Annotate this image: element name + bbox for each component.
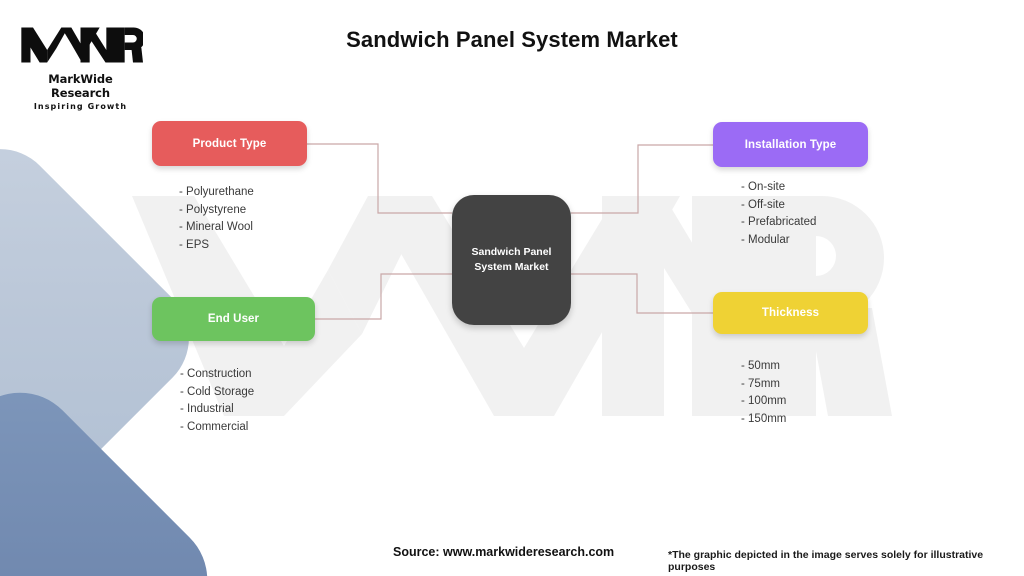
list-item: - Prefabricated (741, 216, 817, 229)
list-item: - 75mm (741, 377, 780, 390)
branch-header-installation-type[interactable]: Installation Type (713, 122, 868, 167)
footer-source[interactable]: Source: www.markwideresearch.com (393, 545, 615, 559)
list-item: - Commercial (180, 420, 249, 433)
connector-thickness (571, 273, 713, 314)
connector-product-type (307, 143, 452, 214)
branch-label-installation-type: Installation Type (744, 138, 837, 151)
list-item: - Modular (741, 233, 790, 246)
list-item: - Industrial (180, 403, 234, 416)
logo-company-name: MarkWide Research (48, 72, 113, 100)
branch-label-thickness: Thickness (761, 307, 820, 319)
list-item: - Polystyrene (179, 203, 247, 216)
footer-disclaimer: *The graphic depicted in the image serve… (668, 549, 984, 573)
connector-installation-type (571, 144, 713, 214)
brand-logo: MarkWide Research Inspiring Growth (18, 24, 146, 111)
branch-list-end-user: - Construction - Cold Storage - Industri… (180, 366, 315, 436)
list-item: - 50mm (741, 360, 780, 372)
list-item: - 100mm (741, 395, 787, 408)
branch-list-thickness: - 50mm - 75mm - 100mm - 150mm (741, 358, 868, 428)
list-item: - Polyurethane (179, 186, 254, 198)
branch-product-type: Product Type - Polyurethane - Polystyren… (152, 121, 307, 254)
page-title: Sandwich Panel System Market (346, 27, 678, 52)
logo-mark-icon (21, 27, 146, 63)
branch-list-product-type: - Polyurethane - Polystyrene - Mineral W… (179, 184, 307, 254)
list-item: - Off-site (741, 198, 785, 211)
center-node-label: Sandwich Panel System Market (471, 245, 552, 273)
branch-end-user: End User - Construction - Cold Storage -… (152, 297, 315, 436)
branch-header-thickness[interactable]: Thickness (713, 292, 868, 334)
list-item: - EPS (179, 238, 210, 251)
center-node: Sandwich Panel System Market (452, 195, 571, 325)
list-item: - 150mm (741, 412, 787, 425)
branch-thickness: Thickness - 50mm - 75mm - 100mm - 150mm (713, 292, 868, 428)
branch-header-end-user[interactable]: End User (152, 297, 315, 341)
branch-label-end-user: End User (207, 313, 260, 325)
logo-tagline: Inspiring Growth (33, 102, 128, 111)
branch-label-product-type: Product Type (192, 137, 267, 150)
list-item: - Mineral Wool (179, 221, 253, 234)
branch-list-installation-type: - On-site - Off-site - Prefabricated - M… (741, 179, 868, 249)
list-item: - Cold Storage (180, 385, 255, 398)
branch-installation-type: Installation Type - On-site - Off-site -… (713, 122, 868, 249)
connector-end-user (315, 273, 452, 320)
list-item: - On-site (741, 181, 786, 193)
list-item: - Construction (180, 368, 252, 380)
branch-header-product-type[interactable]: Product Type (152, 121, 307, 166)
